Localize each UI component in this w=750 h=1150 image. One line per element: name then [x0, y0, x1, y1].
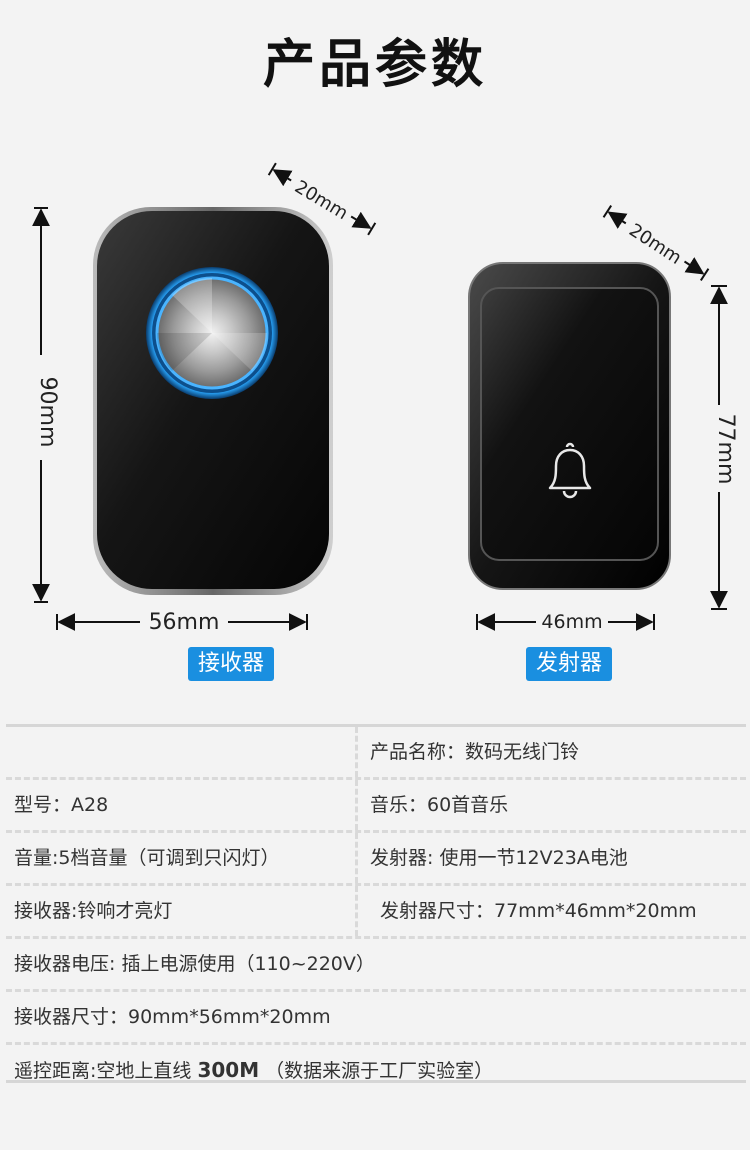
- spec-row: 接收器:铃响才亮灯 发射器尺寸：77mm*46mm*20mm: [6, 886, 746, 939]
- spec-row: 遥控距离:空地上直线 300M （数据来源于工厂实验室）: [6, 1045, 746, 1095]
- spec-row: 接收器电压: 插上电源使用（110~220V）: [6, 939, 746, 992]
- spec-receiver-size: 接收器尺寸：90mm*56mm*20mm: [14, 1006, 331, 1028]
- spec-transmitter-battery: 发射器: 使用一节12V23A电池: [370, 847, 628, 869]
- spec-range-value: 300M: [197, 1058, 260, 1082]
- spec-row: 产品名称：数码无线门铃: [6, 727, 746, 780]
- receiver-light-ring: [146, 267, 278, 399]
- spec-row: 型号：A28 音乐：60首音乐: [6, 780, 746, 833]
- spec-product-name: 产品名称：数码无线门铃: [370, 741, 580, 763]
- transmitter-badge: 发射器: [526, 647, 613, 681]
- receiver-device: [93, 207, 333, 595]
- receiver-height-label: 90mm: [35, 377, 60, 448]
- transmitter-height-label: 77mm: [713, 414, 738, 485]
- receiver-width-label: 56mm: [149, 610, 220, 635]
- spec-range: 遥控距离:空地上直线 300M （数据来源于工厂实验室）: [14, 1045, 493, 1095]
- spec-receiver-voltage: 接收器电压: 插上电源使用（110~220V）: [14, 953, 375, 975]
- transmitter-depth-label: 20mm: [625, 220, 685, 269]
- bell-icon[interactable]: [548, 442, 592, 499]
- spec-range-suffix: （数据来源于工厂实验室）: [265, 1060, 494, 1082]
- spec-model: 型号：A28: [14, 794, 109, 816]
- spec-receiver-light: 接收器:铃响才亮灯: [14, 900, 173, 922]
- spec-range-prefix: 遥控距离:空地上直线: [14, 1060, 192, 1082]
- receiver-height-dimension: 90mm: [32, 207, 60, 603]
- page-title: 产品参数: [262, 35, 487, 95]
- receiver-badge: 接收器: [188, 647, 275, 681]
- transmitter-device: [468, 262, 671, 590]
- product-diagram: 90mm 56mm 20mm 77mm 46mm 20mm: [32, 162, 738, 635]
- transmitter-height-dimension: 77mm: [710, 285, 738, 610]
- spec-table-bottom-border: [6, 1080, 746, 1083]
- spec-music: 音乐：60首音乐: [370, 794, 509, 816]
- transmitter-width-label: 46mm: [541, 611, 602, 633]
- spec-transmitter-size: 发射器尺寸：77mm*46mm*20mm: [380, 900, 697, 922]
- transmitter-width-dimension: 46mm: [476, 611, 655, 633]
- spec-row: 接收器尺寸：90mm*56mm*20mm: [6, 992, 746, 1045]
- spec-volume: 音量:5档音量（可调到只闪灯）: [14, 847, 280, 869]
- receiver-width-dimension: 56mm: [56, 610, 308, 635]
- spec-table: 产品名称：数码无线门铃 型号：A28 音乐：60首音乐 音量:5档音量（可调到只…: [6, 724, 746, 1095]
- spec-row: 音量:5档音量（可调到只闪灯） 发射器: 使用一节12V23A电池: [6, 833, 746, 886]
